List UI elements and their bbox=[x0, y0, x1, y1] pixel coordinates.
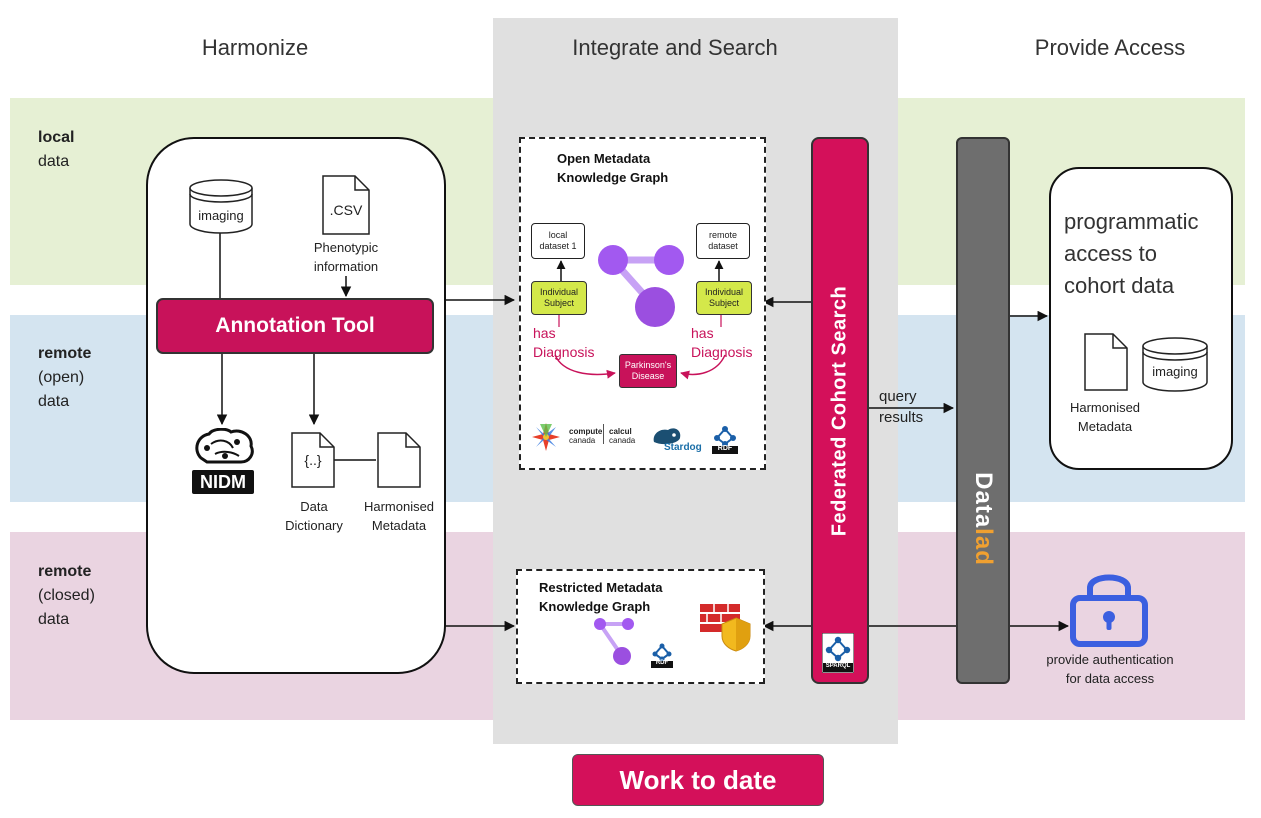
csv-file-icon bbox=[322, 175, 370, 235]
access-title: Provide Access bbox=[1034, 35, 1186, 60]
access-imaging-database-icon bbox=[1142, 337, 1208, 392]
data-dictionary-file-icon bbox=[291, 432, 335, 488]
rdf-logo-icon bbox=[712, 424, 738, 454]
datalad-bar: Datalad bbox=[956, 137, 1010, 684]
restricted-graph-icon bbox=[594, 618, 634, 665]
open-kg-graph bbox=[554, 245, 726, 380]
row-label-remote-open: remote(open)data bbox=[38, 345, 92, 410]
federated-cohort-search-bar: Federated Cohort Search bbox=[811, 137, 869, 684]
nidm-logo: NIDM bbox=[192, 470, 254, 494]
csv-label: .CSV bbox=[329, 202, 363, 218]
lock-icon bbox=[1070, 574, 1148, 647]
sparql-label: SPARQL bbox=[825, 663, 851, 669]
firewall-shield-icon bbox=[700, 604, 751, 652]
federated-cohort-search-label: Federated Cohort Search bbox=[828, 285, 851, 536]
sparql-logo-icon bbox=[822, 633, 854, 673]
imaging-database-icon bbox=[189, 179, 253, 234]
row-label-remote-closed: remote(closed)data bbox=[38, 563, 95, 628]
compute-canada-logo-icon bbox=[532, 423, 560, 451]
annotation-tool-button[interactable]: Annotation Tool bbox=[156, 298, 434, 354]
logo-divider bbox=[603, 424, 604, 444]
restricted-rdf-logo-icon bbox=[651, 642, 673, 668]
rdf-label: RDF bbox=[717, 445, 733, 452]
nidm-brain-icon bbox=[195, 428, 254, 464]
integrate-title: Integrate and Search bbox=[572, 35, 778, 60]
access-harmonised-file-icon bbox=[1084, 333, 1128, 391]
stardog-label: Stardog bbox=[664, 442, 702, 453]
stardog-dog-icon bbox=[653, 428, 681, 445]
programmatic-access-panel bbox=[1049, 167, 1233, 470]
harmonised-metadata-file-icon bbox=[377, 432, 421, 488]
access-imaging-label: imaging bbox=[1152, 364, 1198, 379]
datalad-logo: Datalad bbox=[970, 472, 997, 566]
work-to-date-button[interactable]: Work to date bbox=[572, 754, 824, 806]
imaging-label: imaging bbox=[198, 208, 244, 223]
harmonize-title: Harmonize bbox=[201, 35, 309, 60]
restricted-rdf-label: RDF bbox=[655, 660, 669, 666]
json-symbol: {..} bbox=[304, 452, 322, 468]
